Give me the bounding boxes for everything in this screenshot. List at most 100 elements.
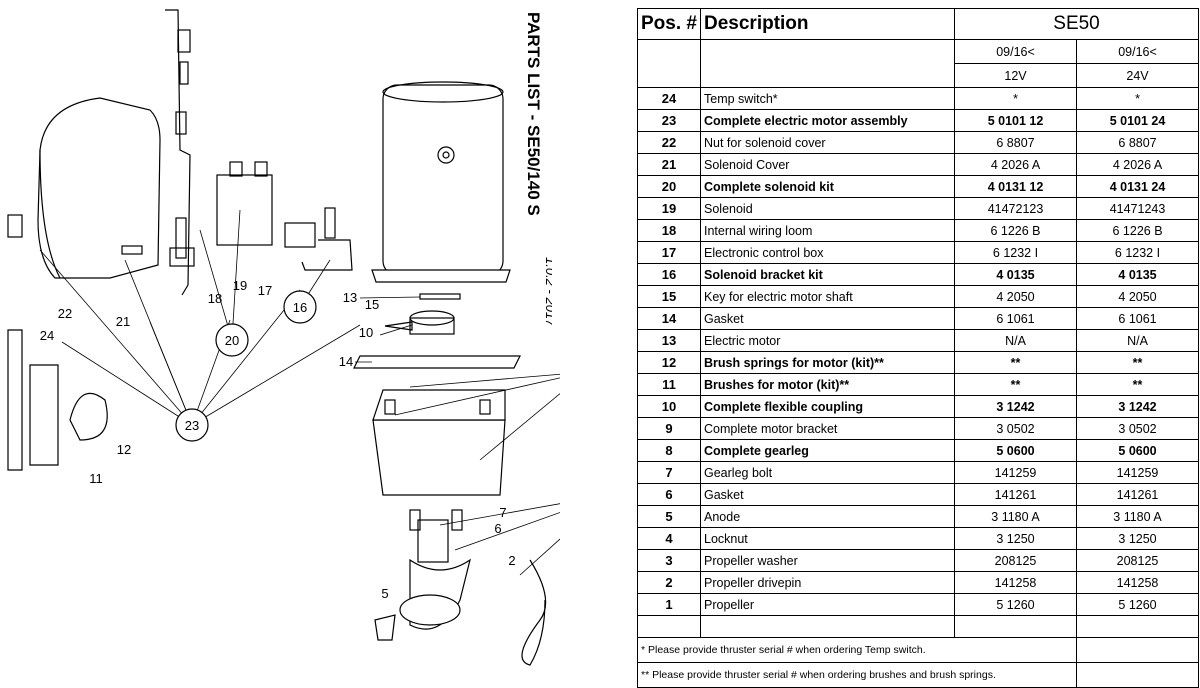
row-pos: 8 (637, 439, 701, 462)
header-model: SE50 (953, 8, 1200, 40)
row-part-12v: 208125 (954, 549, 1077, 572)
row-part-24v: 3 1180 A (1075, 505, 1200, 528)
svg-text:PARTS LIST - SE50/140 S: PARTS LIST - SE50/140 S (524, 12, 543, 216)
row-part-24v: 4 0135 (1075, 263, 1200, 286)
footnote-temp-switch: * Please provide thruster serial # when … (637, 637, 1077, 663)
row-description: Solenoid Cover (700, 153, 955, 176)
callout-label: 12 (117, 442, 131, 457)
row-pos: 4 (637, 527, 701, 550)
callout-label: 18 (208, 291, 222, 306)
row-part-24v: ** (1075, 351, 1200, 374)
row-part-24v: 208125 (1075, 549, 1200, 572)
row-pos: 13 (637, 329, 701, 352)
row-pos: 2 (637, 571, 701, 594)
header-pos: Pos. # (637, 8, 701, 40)
title-version: 1.0.2 - 2017 (543, 257, 552, 327)
row-part-24v: 4 0131 24 (1075, 175, 1200, 198)
row-description: Complete electric motor assembly (700, 109, 955, 132)
row-description: Gasket (700, 483, 955, 506)
row-description: Complete solenoid kit (700, 175, 955, 198)
blank-cell (1075, 637, 1200, 663)
row-description: Gearleg bolt (700, 461, 955, 484)
row-part-24v: 3 1242 (1075, 395, 1200, 418)
row-description: Propeller (700, 593, 955, 616)
blank-cell (1075, 615, 1200, 638)
row-part-24v: 3 0502 (1075, 417, 1200, 440)
row-part-24v: 4 2026 A (1075, 153, 1200, 176)
row-description: Complete motor bracket (700, 417, 955, 440)
row-pos: 23 (637, 109, 701, 132)
solenoid-bracket-drawing (301, 239, 353, 271)
callout-label: 6 (494, 521, 501, 536)
row-part-24v: 5 0600 (1075, 439, 1200, 462)
electric-motor-drawing (382, 84, 504, 276)
row-part-12v: 4 0135 (954, 263, 1077, 286)
callout-label: 5 (381, 586, 388, 601)
gearleg-drawing (417, 519, 449, 563)
callout-label: 24 (40, 328, 54, 343)
row-part-12v: 41472123 (954, 197, 1077, 220)
row-description: Solenoid bracket kit (700, 263, 955, 286)
footnote-brushes: ** Please provide thruster serial # when… (637, 662, 1077, 688)
callout-circle-16 (283, 290, 317, 324)
row-pos: 15 (637, 285, 701, 308)
row-pos: 10 (637, 395, 701, 418)
row-part-12v: 141258 (954, 571, 1077, 594)
row-pos: 20 (637, 175, 701, 198)
row-pos: 17 (637, 241, 701, 264)
row-part-12v: 4 2050 (954, 285, 1077, 308)
motor-bracket-drawing (372, 419, 506, 496)
row-pos: 1 (637, 593, 701, 616)
row-pos: 19 (637, 197, 701, 220)
callout-label: 7 (499, 505, 506, 520)
row-description: Complete gearleg (700, 439, 955, 462)
row-pos: 18 (637, 219, 701, 242)
row-pos: 7 (637, 461, 701, 484)
row-part-12v: 6 1226 B (954, 219, 1077, 242)
row-description: Solenoid (700, 197, 955, 220)
row-part-24v: 5 1260 (1075, 593, 1200, 616)
row-description: Propeller washer (700, 549, 955, 572)
row-part-12v: ** (954, 351, 1077, 374)
row-pos: 14 (637, 307, 701, 330)
row-part-24v: 41471243 (1075, 197, 1200, 220)
row-description: Gasket (700, 307, 955, 330)
row-part-24v: ** (1075, 373, 1200, 396)
row-description: Propeller drivepin (700, 571, 955, 594)
callout-label: 22 (58, 306, 72, 321)
row-pos: 3 (637, 549, 701, 572)
row-part-12v: 4 0131 12 (954, 175, 1077, 198)
row-pos: 21 (637, 153, 701, 176)
row-pos: 12 (637, 351, 701, 374)
row-description: Temp switch* (700, 87, 955, 110)
blank-cell (637, 615, 701, 638)
title-model: SE50/140 S (524, 125, 543, 216)
callout-label: 21 (116, 314, 130, 329)
row-part-12v: 5 1260 (954, 593, 1077, 616)
row-pos: 6 (637, 483, 701, 506)
date-24v: 09/16< (1075, 39, 1200, 64)
callout-label: 17 (258, 283, 272, 298)
row-description: Brush springs for motor (kit)** (700, 351, 955, 374)
row-description: Anode (700, 505, 955, 528)
row-part-24v: N/A (1075, 329, 1200, 352)
callout-label: 16 (293, 300, 307, 315)
row-part-24v: 6 1061 (1075, 307, 1200, 330)
